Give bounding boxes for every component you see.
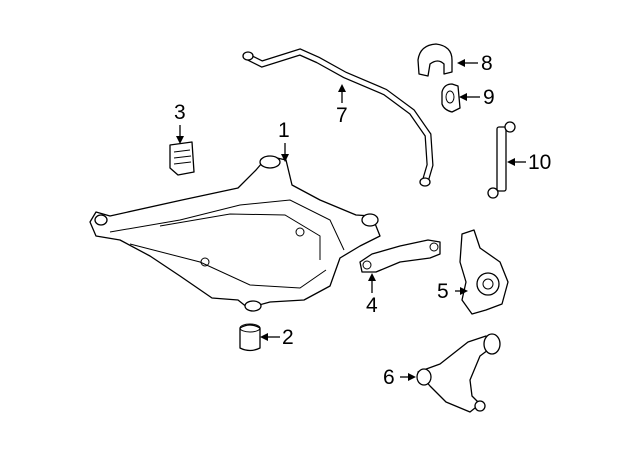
bushing-bracket-drawing — [417, 43, 453, 77]
crossmember-drawing — [89, 155, 381, 312]
callout-5: 5 — [437, 280, 449, 303]
callout-8: 8 — [481, 52, 493, 75]
stabilizer-link-drawing — [487, 121, 516, 199]
lower-rear-arm-drawing — [359, 239, 441, 273]
callout-9: 9 — [483, 86, 495, 109]
callout-arrows — [176, 59, 526, 381]
lower-control-arm-drawing — [416, 333, 501, 413]
bushing-2-drawing — [239, 323, 261, 352]
callout-1: 1 — [278, 119, 290, 142]
callout-3: 3 — [174, 101, 186, 124]
callout-10: 10 — [528, 151, 552, 174]
stabilizer-bar-drawing — [242, 48, 434, 187]
callout-4: 4 — [366, 294, 378, 317]
callout-2: 2 — [282, 326, 294, 349]
heat-shield-drawing — [169, 141, 195, 176]
callout-7: 7 — [336, 104, 348, 127]
bushing-9-drawing — [441, 83, 461, 113]
callout-6: 6 — [383, 366, 395, 389]
knuckle-drawing — [459, 229, 509, 315]
